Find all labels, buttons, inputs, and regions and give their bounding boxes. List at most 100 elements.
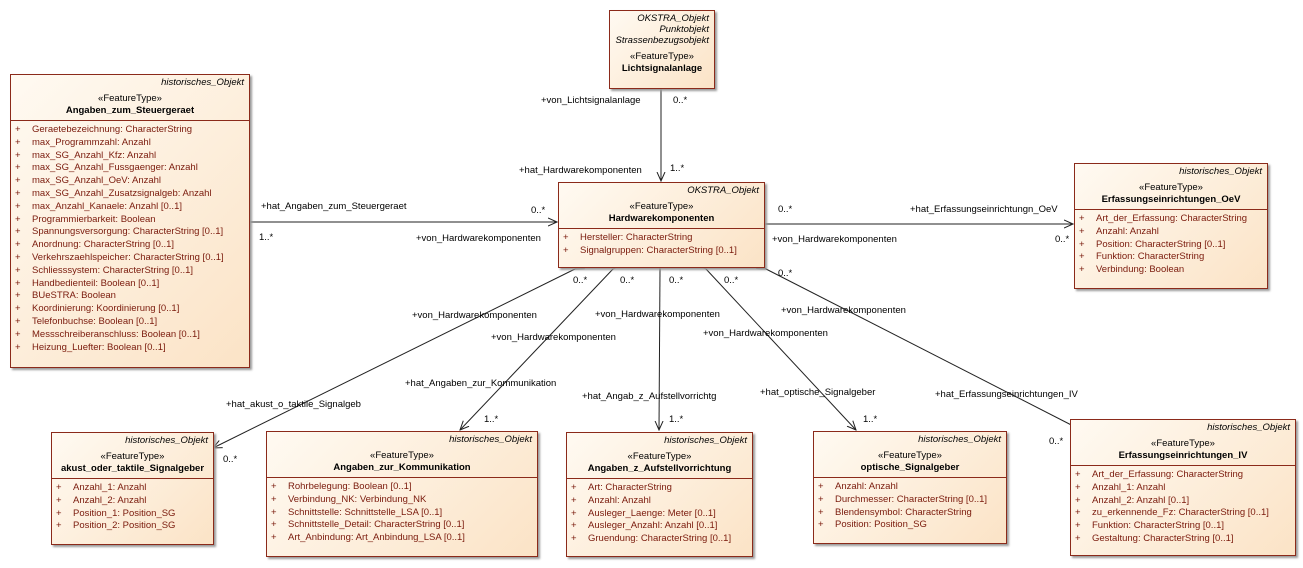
- public-visibility-marker: +: [571, 533, 577, 545]
- class-header: OKSTRA_Objekt«FeatureType»Hardwarekompon…: [559, 183, 764, 228]
- class-attribute: +Verbindung_NK: Verbindung_NK: [271, 494, 533, 507]
- attribute-text: Anordnung: CharacterString [0..1]: [32, 239, 175, 251]
- role-von-hw-steuer: +von_Hardwarekomponenten: [416, 233, 541, 244]
- role-von-hw-iv: +von_Hardwarekomponenten: [781, 305, 906, 316]
- class-tagged-type: historisches_Objekt: [125, 435, 208, 446]
- class-name: akust_oder_taktile_Signalgeber: [60, 463, 205, 474]
- attribute-text: Gruendung: CharacterString [0..1]: [588, 533, 732, 545]
- multiplicity-hw-1: 0..*: [573, 275, 588, 286]
- public-visibility-marker: +: [271, 493, 277, 505]
- attribute-text: Programmierbarkeit: Boolean: [32, 213, 156, 225]
- class-header: historisches_Objekt«FeatureType»Angaben_…: [567, 433, 752, 478]
- role-hat-kommunikation: +hat_Angaben_zur_Kommunikation: [405, 378, 557, 389]
- public-visibility-marker: +: [15, 328, 21, 340]
- class-attribute: +Art_der_Erfassung: CharacterString: [1079, 213, 1263, 226]
- public-visibility-marker: +: [1075, 481, 1081, 493]
- public-visibility-marker: +: [15, 136, 21, 148]
- attribute-text: Koordinierung: Koordinierung [0..1]: [32, 303, 180, 315]
- multiplicity-hw-4: 0..*: [724, 275, 739, 286]
- multiplicity-hw-3: 0..*: [669, 275, 684, 286]
- public-visibility-marker: +: [15, 175, 21, 187]
- multiplicity-hw-2: 0..*: [620, 275, 635, 286]
- class-attribute: +Schnittstelle_Detail: CharacterString […: [271, 519, 533, 532]
- attribute-text: Rohrbelegung: Boolean [0..1]: [288, 481, 412, 492]
- class-stereotype: «FeatureType»: [98, 93, 162, 104]
- multiplicity-oev: 0..*: [1055, 234, 1070, 245]
- class-attributes: +Anzahl_1: Anzahl+Anzahl_2: Anzahl+Posit…: [52, 478, 213, 535]
- public-visibility-marker: +: [1075, 469, 1081, 480]
- attribute-text: max_SG_Anzahl_Zusatzsignalgeb: Anzahl: [32, 187, 212, 199]
- class-stereotype: «FeatureType»: [1151, 438, 1215, 449]
- attribute-text: Anzahl: Anzahl: [588, 494, 651, 506]
- class-stereotype: «FeatureType»: [370, 450, 434, 461]
- attribute-text: BUeSTRA: Boolean: [32, 290, 116, 302]
- class-tagged-type: Punktobjekt: [659, 24, 709, 35]
- attribute-text: Position_2: Position_SG: [73, 520, 176, 532]
- class-erfassungseinrichtungen-iv[interactable]: historisches_Objekt«FeatureType»Erfassun…: [1070, 419, 1296, 556]
- attribute-text: Verkehrszaehlspeicher: CharacterString […: [32, 251, 224, 263]
- class-name: Hardwarekomponenten: [608, 213, 715, 224]
- class-tagged-type: historisches_Objekt: [918, 434, 1001, 445]
- class-attribute: +max_SG_Anzahl_Zusatzsignalgeb: Anzahl: [15, 188, 245, 201]
- role-hat-akust: +hat_akust_o_taktile_Signalgeb: [226, 399, 361, 410]
- class-hardwarekomponenten[interactable]: OKSTRA_Objekt«FeatureType»Hardwarekompon…: [558, 182, 765, 268]
- attribute-text: max_SG_Anzahl_OeV: Anzahl: [32, 175, 162, 187]
- class-attribute: +Funktion: CharacterString [0..1]: [1075, 520, 1291, 533]
- public-visibility-marker: +: [818, 519, 824, 531]
- class-attribute: +Blendensymbol: CharacterString: [818, 507, 1002, 520]
- assoc-hw-komm: [460, 269, 613, 430]
- class-stereotype: «FeatureType»: [630, 51, 694, 62]
- public-visibility-marker: +: [15, 315, 21, 327]
- public-visibility-marker: +: [15, 162, 21, 174]
- public-visibility-marker: +: [1079, 213, 1085, 224]
- attribute-text: Art_der_Erfassung: CharacterString: [1092, 469, 1244, 480]
- class-attribute: + Position_2: Position_SG: [56, 520, 209, 533]
- class-angaben-zum-steuergeraet[interactable]: historisches_Objekt«FeatureType»Angaben_…: [10, 74, 250, 368]
- multiplicity-iv: 0..*: [1049, 436, 1064, 447]
- attribute-text: Verbindung: Boolean: [1096, 264, 1185, 276]
- class-attributes: +Hersteller: CharacterString+Signalgrupp…: [559, 228, 764, 260]
- class-stereotype: «FeatureType»: [1139, 182, 1203, 193]
- class-attribute: +Schnittstelle: Schnittstelle_LSA [0..1]: [271, 507, 533, 520]
- class-tagged-type: OKSTRA_Objekt: [637, 13, 709, 24]
- class-angaben-z-aufstellvorrichtung[interactable]: historisches_Objekt«FeatureType»Angaben_…: [566, 432, 753, 557]
- public-visibility-marker: +: [15, 226, 21, 238]
- class-name: Erfassungseinrichtungen_OeV: [1101, 194, 1241, 205]
- class-name: Angaben_zum_Steuergeraet: [65, 105, 195, 116]
- attribute-text: Geraetebezeichnung: CharacterString: [32, 124, 193, 135]
- public-visibility-marker: +: [56, 507, 62, 519]
- class-attribute: +zu_erkennende_Fz: CharacterString [0..1…: [1075, 507, 1291, 520]
- class-akust-oder-taktile-signalgeber[interactable]: historisches_Objekt«FeatureType»akust_od…: [51, 432, 214, 545]
- class-header: historisches_Objekt«FeatureType»optische…: [814, 432, 1006, 477]
- assoc-hw-iv: [766, 269, 1085, 432]
- class-attributes: +Art: CharacterString+Anzahl: Anzahl+Aus…: [567, 478, 752, 548]
- class-erfassungseinrichtungen-oev[interactable]: historisches_Objekt«FeatureType»Erfassun…: [1074, 163, 1268, 289]
- class-name: Angaben_z_Aufstellvorrichtung: [587, 463, 732, 474]
- class-angaben-zur-kommunikation[interactable]: historisches_Objekt«FeatureType»Angaben_…: [266, 431, 538, 557]
- class-attribute: +Ausleger_Anzahl: Anzahl [0..1]: [571, 520, 748, 533]
- public-visibility-marker: +: [271, 532, 277, 544]
- attribute-text: Anzahl_1: Anzahl: [73, 482, 147, 493]
- class-optische-signalgeber[interactable]: historisches_Objekt«FeatureType»optische…: [813, 431, 1007, 544]
- public-visibility-marker: +: [15, 251, 21, 263]
- public-visibility-marker: +: [571, 520, 577, 532]
- public-visibility-marker: +: [1079, 238, 1085, 250]
- public-visibility-marker: +: [56, 520, 62, 532]
- public-visibility-marker: +: [1075, 507, 1081, 519]
- class-tagged-type: historisches_Objekt: [664, 435, 747, 446]
- class-attribute: +Verbindung: Boolean: [1079, 264, 1263, 277]
- attribute-text: Art: CharacterString: [588, 482, 672, 493]
- attribute-text: max_Programmzahl: Anzahl: [32, 136, 151, 148]
- class-attribute: +Position: CharacterString [0..1]: [1079, 239, 1263, 252]
- class-attributes: +Art_der_Erfassung: CharacterString+Anza…: [1071, 465, 1295, 548]
- attribute-text: Messschreiberanschluss: Boolean [0..1]: [32, 328, 200, 340]
- public-visibility-marker: +: [1075, 520, 1081, 532]
- multiplicity-hw-5: 0..*: [778, 268, 793, 279]
- class-attribute: +Anzahl: Anzahl: [1079, 226, 1263, 239]
- class-name: optische_Signalgeber: [860, 462, 960, 473]
- class-name: Erfassungseinrichtungen_IV: [1118, 450, 1248, 461]
- attribute-text: Ausleger_Laenge: Meter [0..1]: [588, 507, 716, 519]
- class-attribute: +Anzahl: Anzahl: [571, 495, 748, 508]
